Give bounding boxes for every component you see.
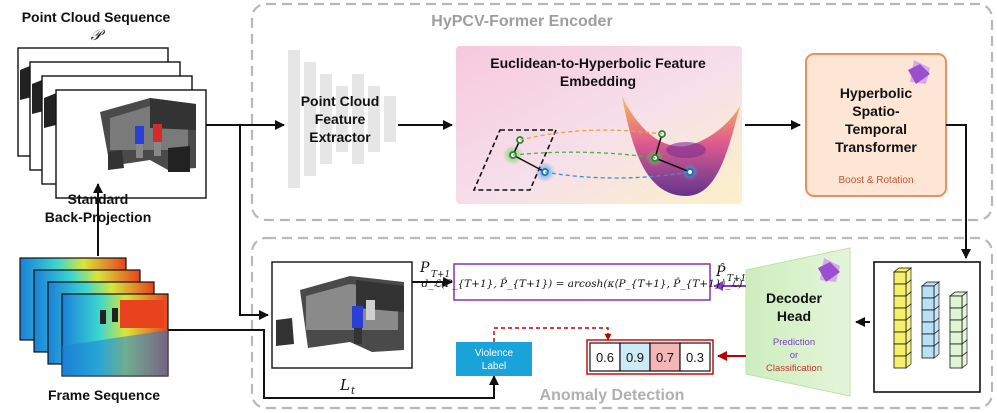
feature-cube [921, 309, 935, 323]
violence-line1: Violence [475, 348, 514, 359]
lt-symbol: L [339, 376, 350, 394]
score-cells: 0.6 0.9 0.7 0.3 [586, 339, 714, 375]
anomaly-title: Anomaly Detection [540, 387, 685, 404]
formula-text: d_ℒ(P_{T+1}, P̂_{T+1}) = arcosh(κ⟨P_{T+1… [422, 277, 743, 290]
feature-extractor-bars [288, 50, 396, 188]
feature-cube [893, 319, 907, 333]
label-to-score-arrow [493, 327, 612, 342]
extractor-line3: Extractor [309, 129, 371, 145]
extractor-line2: Feature [315, 111, 366, 127]
violence-label-box [456, 342, 532, 376]
extractor-line1: Point Cloud [301, 93, 380, 109]
decoder-line1: Decoder [766, 290, 823, 306]
feature-cube [893, 331, 907, 345]
phat-subscript: T+1 [727, 274, 746, 284]
transformer-sub: Boost & Rotation [838, 175, 913, 186]
feature-cube [893, 355, 907, 369]
score-value: 0.6 [596, 350, 614, 365]
feature-cube [949, 307, 963, 321]
score-value: 0.9 [626, 350, 644, 365]
decoder-line2: Head [777, 308, 811, 324]
embedding-line1: Euclidean-to-Hyperbolic Feature [490, 55, 706, 71]
pc-to-groundtruth-arrow [239, 125, 269, 320]
score-cell [679, 342, 711, 372]
decoder-head [745, 247, 851, 397]
decoder-cls: Classification [766, 363, 822, 374]
p-subscript: T+1 [431, 270, 450, 280]
score-cell [619, 342, 651, 372]
groundtruth-pointcloud [276, 276, 404, 352]
feature-cube [921, 297, 935, 311]
transformer-to-features-arrow [946, 124, 971, 259]
transformer-line3: Temporal [845, 121, 907, 137]
feature-columns [892, 267, 969, 369]
feature-cube [893, 307, 907, 321]
encoder-title: HyPCV-Former Encoder [431, 13, 612, 30]
p-symbol: P [419, 260, 430, 276]
score-value: 0.7 [656, 350, 674, 365]
anomaly-frame [250, 236, 994, 410]
frame-to-label-arrow [168, 329, 499, 399]
violence-line2: Label [482, 361, 506, 372]
decoder-pred: Prediction [773, 337, 815, 348]
formula-box [453, 263, 711, 301]
feature-cube [921, 285, 935, 299]
score-value: 0.3 [686, 350, 704, 365]
feature-cube [893, 343, 907, 357]
transformer-line2: Spatio- [852, 103, 900, 119]
decoder-or: or [790, 350, 798, 361]
feature-cube [921, 345, 935, 359]
decoder-logo-icon [818, 258, 840, 282]
feature-cube [949, 343, 963, 357]
lt-subscript: t [351, 386, 356, 397]
feature-cube [949, 295, 963, 309]
feature-cube [893, 283, 907, 297]
feature-cube [893, 295, 907, 309]
feature-cube [893, 271, 907, 285]
transformer-line4: Transformer [835, 139, 917, 155]
feature-cube [921, 321, 935, 335]
logo-icon [908, 60, 930, 84]
feature-cube [921, 333, 935, 347]
point-cloud-title: Point Cloud Sequence [22, 9, 171, 25]
point-cloud-symbol: 𝒫 [91, 26, 106, 44]
phat-symbol: P̂ [715, 262, 726, 280]
embedding-line2: Embedding [560, 73, 636, 89]
embedding-illustration [472, 96, 740, 196]
feature-cube [949, 355, 963, 369]
feature-cube [949, 319, 963, 333]
encoder-frame [250, 2, 994, 222]
feature-cube [949, 331, 963, 345]
score-group-border [586, 339, 714, 375]
transformer-line1: Hyperbolic [840, 85, 913, 101]
frame-sequence-stack [19, 257, 169, 377]
frame-sequence-label: Frame Sequence [48, 387, 160, 403]
point-cloud-stack [17, 47, 207, 199]
